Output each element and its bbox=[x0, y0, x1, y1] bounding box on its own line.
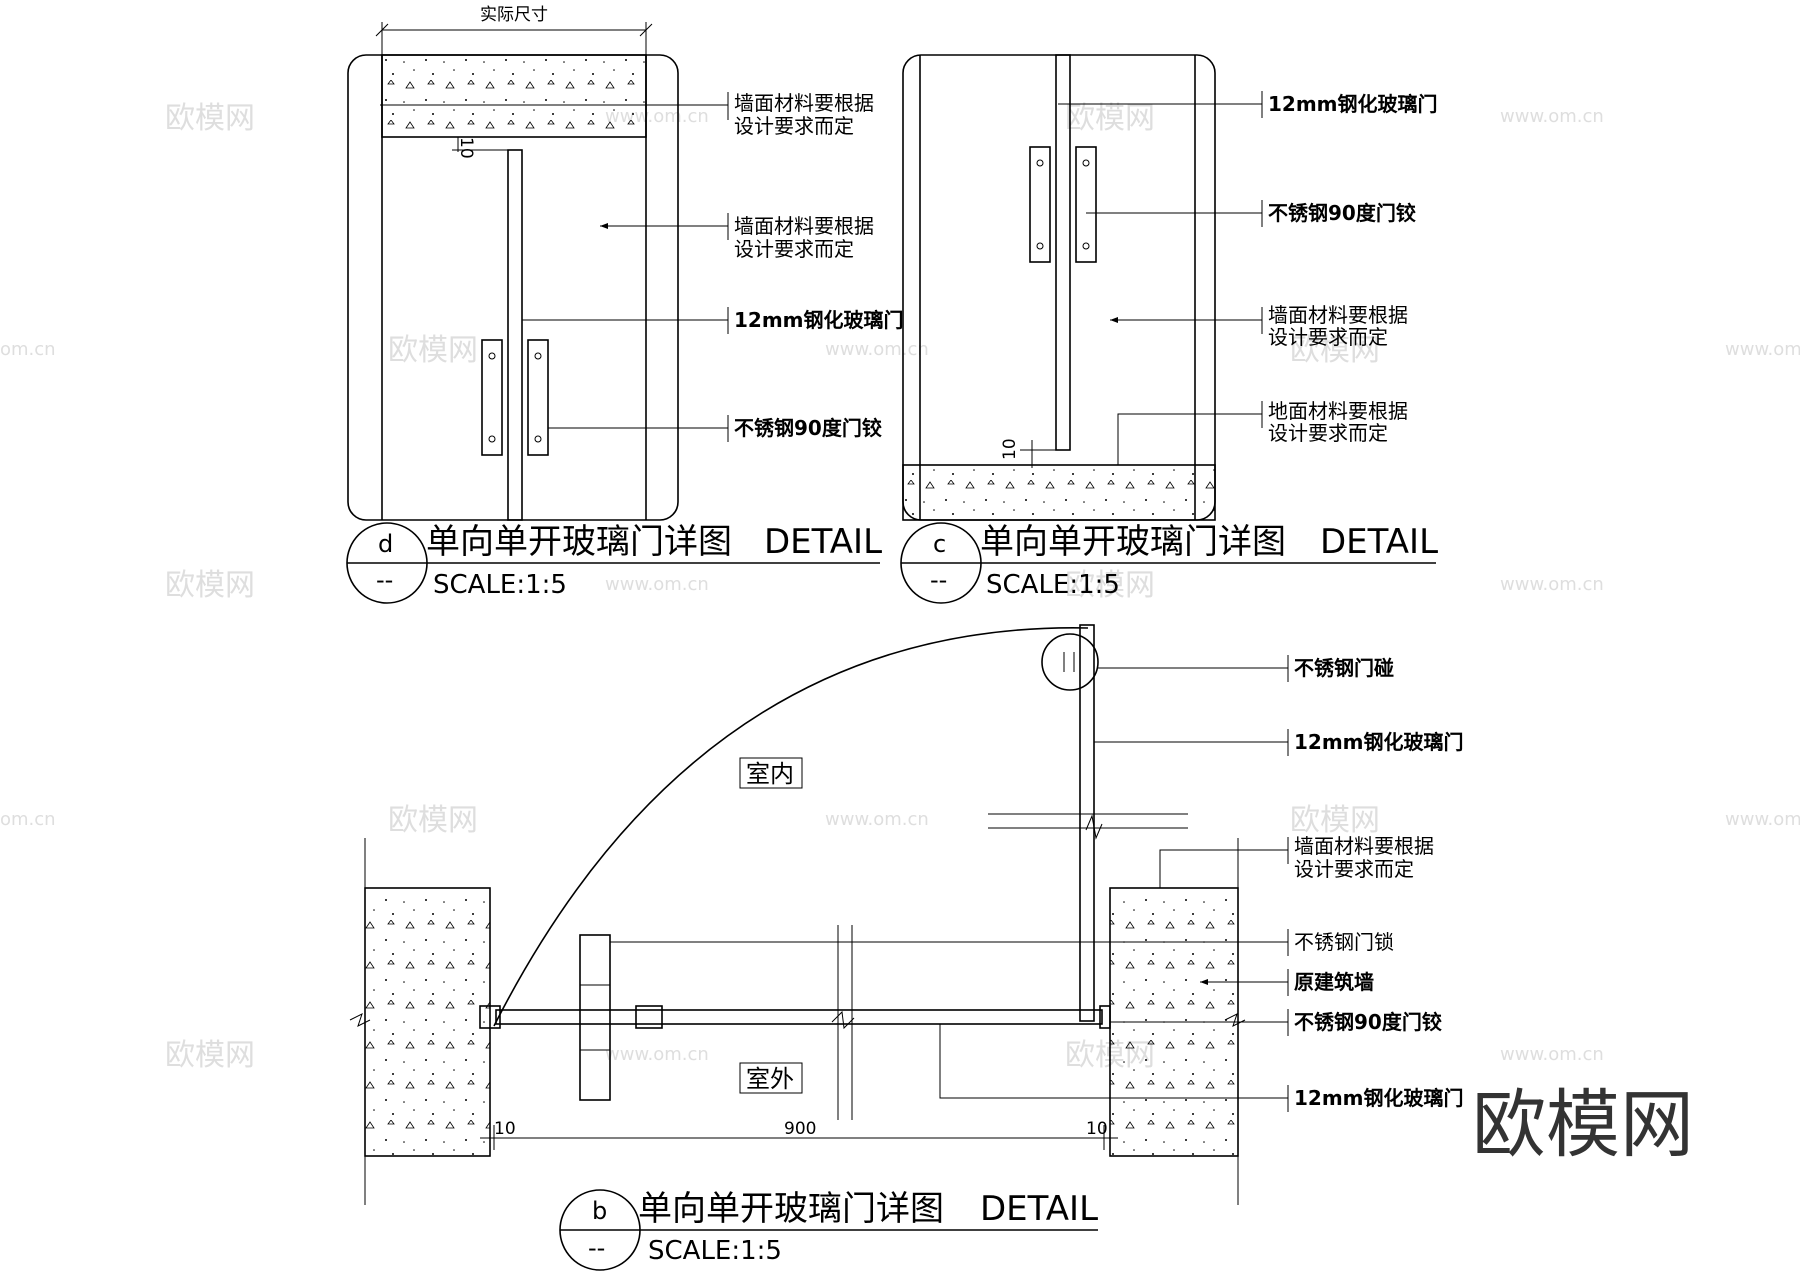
label-wall-material-sub: 设计要求而定 bbox=[1294, 857, 1414, 881]
room-out-box bbox=[739, 1062, 803, 1094]
label-glass-door: 12mm钢化玻璃门 bbox=[1294, 730, 1464, 754]
watermark-url: om.cn bbox=[0, 809, 56, 830]
watermark-brand: 欧模网 bbox=[1290, 333, 1380, 368]
watermark-url: www.om.cn bbox=[1500, 1044, 1604, 1065]
label-floor-material: 地面材料要根据 bbox=[1268, 399, 1408, 423]
watermark-brand: 欧模网 bbox=[165, 1038, 255, 1073]
watermark-brand: 欧模网 bbox=[1290, 803, 1380, 838]
dimension-label: 实际尺寸 bbox=[480, 5, 548, 25]
detail-title: 单向单开玻璃门详图 bbox=[426, 522, 732, 562]
glass-door bbox=[507, 149, 523, 521]
watermarks: 欧模网 欧模网 欧模网 欧模网 欧模网 欧模网 欧模网 欧模网 欧模网 欧模网 … bbox=[0, 101, 1800, 1073]
watermark-url: om.cn bbox=[0, 339, 56, 360]
detail-tag: d bbox=[378, 530, 393, 558]
detail-c: 10 12mm钢化玻璃门 不锈钢90度门铰 墙面材料要根据 设计要求而定 地面材… bbox=[900, 54, 1438, 604]
watermark-url: www.om.cn bbox=[825, 339, 929, 360]
door-lock bbox=[579, 934, 611, 1101]
detail-b: 室内 室外 10 900 10 不锈钢门碰 12mm钢化玻璃门 墙面材料要根据 … bbox=[349, 624, 1464, 1271]
label-hinge: 不锈钢90度门铰 bbox=[1268, 201, 1416, 225]
watermark-brand: 欧模网 bbox=[388, 333, 478, 368]
detail-tag: c bbox=[933, 530, 946, 558]
gap-dimension: 10 bbox=[456, 137, 476, 159]
label-glass-door: 12mm钢化玻璃门 bbox=[734, 308, 904, 332]
label-wall-material: 墙面材料要根据 bbox=[1268, 303, 1408, 327]
watermark-url: www.om.cn bbox=[825, 809, 929, 830]
hinge-plate bbox=[527, 339, 549, 456]
detail-scale: SCALE:1:5 bbox=[433, 570, 567, 600]
dimension-right: 10 bbox=[1086, 1119, 1108, 1139]
detail-word: DETAIL bbox=[980, 1189, 1098, 1229]
label-door-lock: 不锈钢门锁 bbox=[1294, 930, 1394, 954]
watermark-brand: 欧模网 bbox=[1065, 568, 1155, 603]
label-hinge: 不锈钢90度门铰 bbox=[734, 416, 882, 440]
brand-logo: 欧模网 bbox=[1472, 1082, 1694, 1168]
watermark-brand: 欧模网 bbox=[165, 568, 255, 603]
label-glass-door: 12mm钢化玻璃门 bbox=[1268, 92, 1438, 116]
label-original-wall: 原建筑墙 bbox=[1294, 970, 1374, 994]
detail-tag-sub: -- bbox=[930, 566, 947, 594]
glass-door-open bbox=[1079, 624, 1095, 1022]
watermark-url: www.om.cn bbox=[1500, 574, 1604, 595]
watermark-url: www.om.cn bbox=[1725, 809, 1800, 830]
room-out-label: 室外 bbox=[746, 1065, 794, 1093]
label-hinge: 不锈钢90度门铰 bbox=[1294, 1010, 1442, 1034]
watermark-url: www.om.cn bbox=[1725, 339, 1800, 360]
detail-title: 单向单开玻璃门详图 bbox=[638, 1189, 944, 1229]
label-floor-material-sub: 设计要求而定 bbox=[1268, 421, 1388, 445]
watermark-url: www.om.cn bbox=[605, 1044, 709, 1065]
detail-d: 实际尺寸 10 墙面材料要根据 设计要求而定 墙面材料要根据 设计要求而定 12… bbox=[346, 5, 904, 604]
gap-dimension: 10 bbox=[1000, 438, 1020, 460]
watermark-url: www.om.cn bbox=[605, 574, 709, 595]
detail-tag-sub: -- bbox=[588, 1234, 605, 1262]
door-swing-arc bbox=[493, 627, 1089, 1027]
watermark-url: www.om.cn bbox=[1500, 106, 1604, 127]
watermark-brand: 欧模网 bbox=[1065, 101, 1155, 136]
hinge-plate bbox=[481, 339, 503, 456]
label-wall-material: 墙面材料要根据 bbox=[734, 91, 874, 115]
label-wall-material-sub: 设计要求而定 bbox=[734, 237, 854, 261]
label-wall-material-sub: 设计要求而定 bbox=[1268, 325, 1388, 349]
dimension-left: 10 bbox=[494, 1119, 516, 1139]
watermark-brand: 欧模网 bbox=[388, 803, 478, 838]
hinge-right bbox=[1099, 1005, 1111, 1029]
label-glass-door: 12mm钢化玻璃门 bbox=[1294, 1086, 1464, 1110]
detail-scale: SCALE:1:5 bbox=[648, 1236, 782, 1266]
room-in-label: 室内 bbox=[746, 760, 794, 788]
label-wall-material: 墙面材料要根据 bbox=[1294, 834, 1434, 858]
detail-tag: b bbox=[592, 1197, 607, 1225]
detail-scale: SCALE:1:5 bbox=[986, 570, 1120, 600]
watermark-brand: 欧模网 bbox=[165, 101, 255, 136]
hinge-plate bbox=[1029, 146, 1051, 263]
dimension-mid: 900 bbox=[784, 1119, 816, 1139]
label-wall-material-sub: 设计要求而定 bbox=[734, 114, 854, 138]
hinge-left bbox=[479, 1005, 501, 1029]
detail-title: 单向单开玻璃门详图 bbox=[980, 522, 1286, 562]
glass-door-closed bbox=[495, 1009, 1103, 1025]
room-in-box bbox=[739, 757, 803, 789]
label-wall-material: 墙面材料要根据 bbox=[734, 214, 874, 238]
door-stop bbox=[1041, 633, 1099, 691]
detail-word: DETAIL bbox=[764, 522, 882, 562]
label-door-stop: 不锈钢门碰 bbox=[1294, 656, 1394, 680]
detail-word: DETAIL bbox=[1320, 522, 1438, 562]
hinge-plate bbox=[1075, 146, 1097, 263]
detail-tag-sub: -- bbox=[376, 566, 393, 594]
